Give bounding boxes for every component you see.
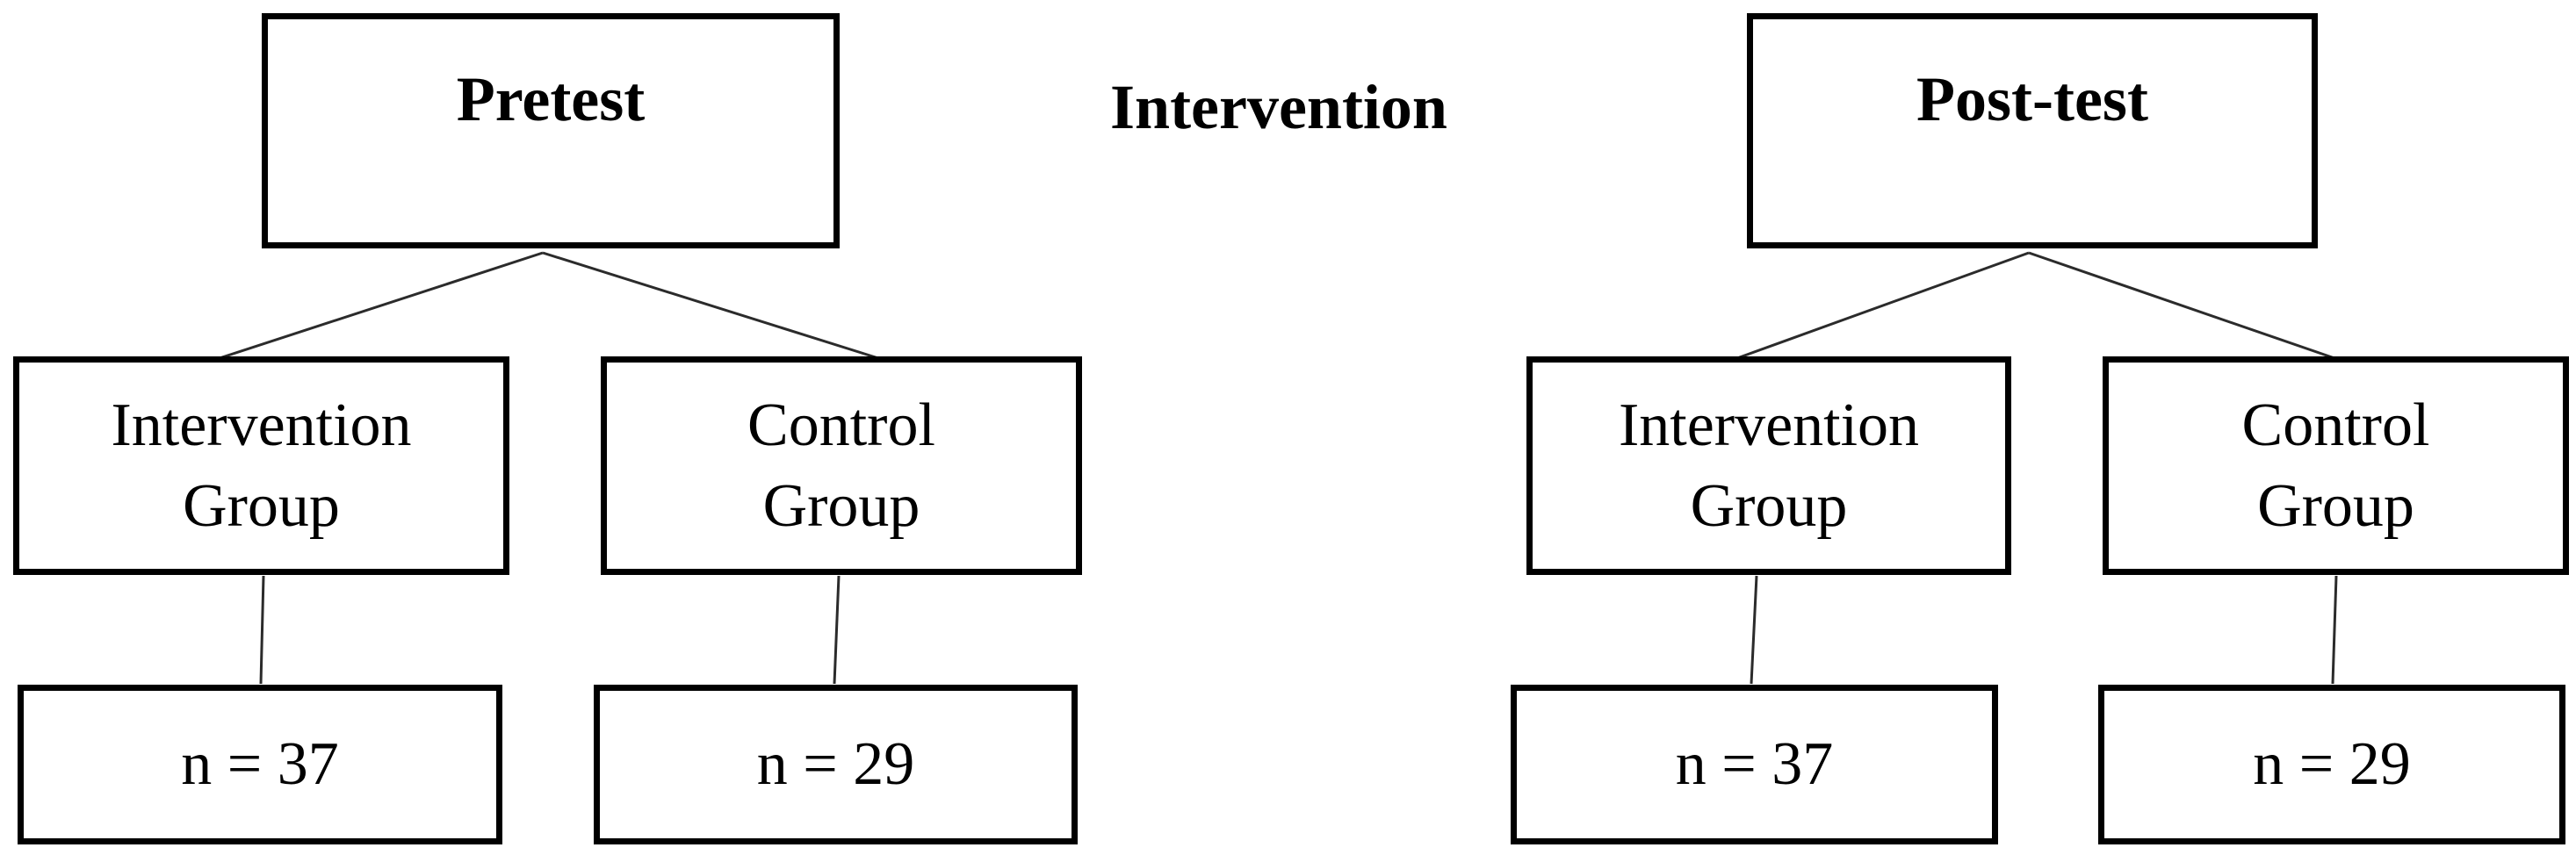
posttest-stage-label: Post-test [1916, 64, 2148, 134]
pretest-stage-label: Pretest [456, 64, 646, 134]
group-label-line: Control [2241, 391, 2430, 459]
connector-posttest-to-intervention-group [1736, 251, 2030, 360]
posttest-control-group-box: Control Group [2103, 356, 2569, 575]
connector-posttest-to-control-group [2028, 251, 2335, 360]
group-label-line: Group [2257, 471, 2414, 540]
connector-intervention-group-to-n-right [1750, 575, 1758, 685]
group-label-line: Group [1690, 471, 1848, 540]
group-label-line: Group [762, 471, 920, 540]
posttest-intervention-group-n-box: n = 37 [1511, 685, 1998, 844]
posttest-control-group-n-box: n = 29 [2098, 685, 2565, 844]
intervention-phase-label: Intervention [1110, 72, 1447, 142]
connector-control-group-to-n-left [833, 575, 841, 685]
pretest-stage-box: Pretest [262, 13, 840, 248]
sample-size-label: n = 37 [1675, 730, 1834, 798]
posttest-stage-box: Post-test [1747, 13, 2318, 248]
group-label-line: Intervention [1618, 391, 1920, 459]
sample-size-label: n = 37 [181, 730, 339, 798]
sample-size-label: n = 29 [756, 730, 915, 798]
connector-pretest-to-control-group [542, 251, 879, 360]
pretest-control-group-n-box: n = 29 [594, 685, 1078, 844]
connector-intervention-group-to-n-left [259, 575, 265, 685]
connector-pretest-to-intervention-group [219, 251, 544, 360]
group-label-line: Intervention [111, 391, 412, 459]
group-label-line: Control [747, 391, 935, 459]
pretest-intervention-group-n-box: n = 37 [18, 685, 502, 844]
group-label-line: Group [183, 471, 340, 540]
posttest-intervention-group-box: Intervention Group [1526, 356, 2011, 575]
pretest-control-group-box: Control Group [601, 356, 1082, 575]
sample-size-label: n = 29 [2253, 730, 2411, 798]
connector-control-group-to-n-right [2331, 575, 2338, 685]
pretest-intervention-group-box: Intervention Group [13, 356, 509, 575]
